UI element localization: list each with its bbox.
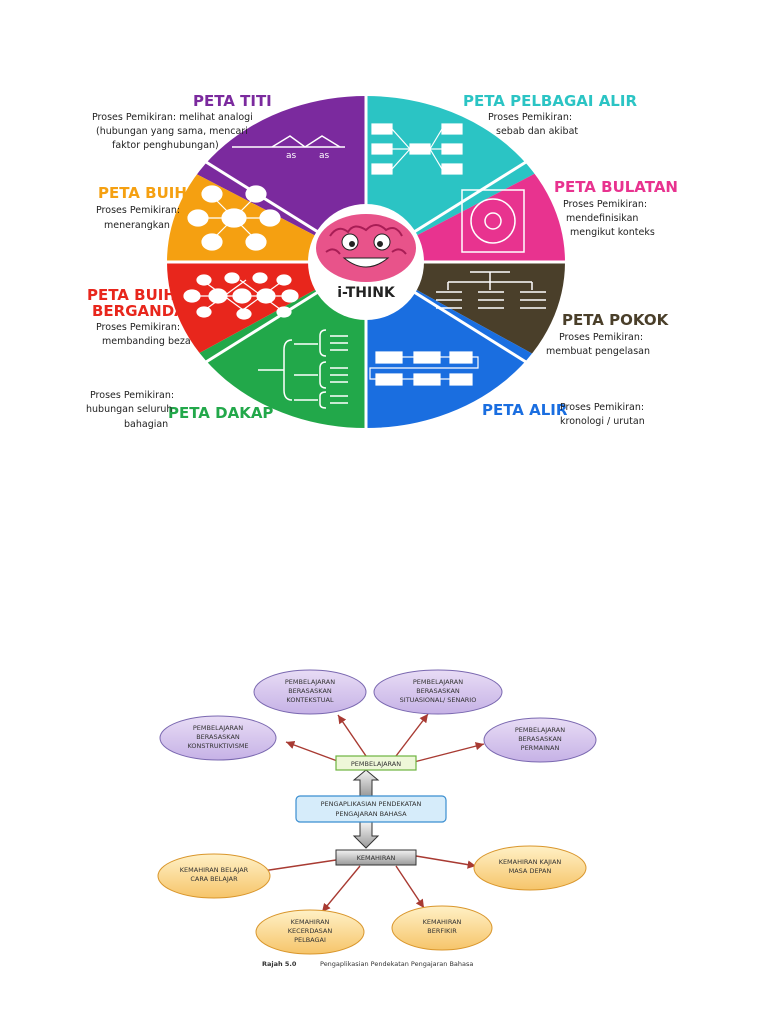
- peta-titi-title: PETA TITI: [193, 92, 272, 110]
- peta-dakap-desc-1: Proses Pemikiran:: [90, 390, 174, 401]
- peta-alir-icon: [370, 352, 478, 385]
- caption-number: Rajah 5.0: [262, 960, 297, 968]
- brain-icon: [316, 214, 416, 282]
- svg-text:PEMBELAJARAN: PEMBELAJARAN: [515, 726, 565, 734]
- svg-text:KECERDASAN: KECERDASAN: [288, 927, 333, 935]
- block-arrow-down: [354, 822, 378, 848]
- peta-alir-title: PETA ALIR: [482, 401, 568, 419]
- peta-buih-desc-1: Proses Pemikiran:: [96, 205, 180, 216]
- peta-bulatan-title: PETA BULATAN: [554, 178, 678, 196]
- ithink-center-label: i-THINK: [337, 285, 396, 301]
- peta-pelbagai-alir-desc-2: sebab dan akibat: [496, 126, 578, 137]
- svg-text:CARA BELAJAR: CARA BELAJAR: [190, 875, 238, 883]
- peta-pokok-desc-2: membuat pengelasan: [546, 346, 650, 357]
- svg-text:PERMAINAN: PERMAINAN: [521, 744, 560, 752]
- peta-dakap-desc-2: hubungan seluruh: [86, 404, 172, 415]
- top-node-permainan: PEMBELAJARAN BERASASKAN PERMAINAN: [484, 718, 596, 762]
- svg-text:KONSTRUKTIVISME: KONSTRUKTIVISME: [187, 742, 248, 750]
- pembelajaran-hub-label: PEMBELAJARAN: [351, 760, 401, 768]
- peta-pokok-desc-1: Proses Pemikiran:: [559, 332, 643, 343]
- svg-text:PEMBELAJARAN: PEMBELAJARAN: [193, 724, 243, 732]
- peta-bulatan-desc-2: mendefinisikan: [566, 213, 638, 224]
- peta-dakap-title: PETA DAKAP: [168, 404, 273, 422]
- top-node-situasional: PEMBELAJARAN BERASASKAN SITUASIONAL/ SEN…: [374, 670, 502, 714]
- peta-titi-desc-1: Proses Pemikiran: melihat analogi: [92, 112, 253, 123]
- titi-as-1: as: [286, 151, 297, 161]
- bottom-node-berfikir: KEMAHIRAN BERFIKIR: [392, 906, 492, 950]
- top-node-konstruktivisme: PEMBELAJARAN BERASASKAN KONSTRUKTIVISME: [160, 716, 276, 760]
- svg-text:BERASASKAN: BERASASKAN: [416, 687, 460, 695]
- svg-text:KEMAHIRAN KAJIAN: KEMAHIRAN KAJIAN: [499, 858, 562, 866]
- svg-text:MASA DEPAN: MASA DEPAN: [509, 867, 552, 875]
- peta-alir-desc-2: kronologi / urutan: [560, 416, 645, 427]
- svg-text:PELBAGAI: PELBAGAI: [294, 936, 326, 944]
- block-arrow-up: [354, 770, 378, 796]
- top-node-kontekstual: PEMBELAJARAN BERASASKAN KONTEKSTUAL: [254, 670, 366, 714]
- peta-pokok-title: PETA POKOK: [562, 311, 670, 329]
- svg-text:KEMAHIRAN: KEMAHIRAN: [291, 918, 330, 926]
- concept-map: PEMBELAJARAN PENGAPLIKASIAN PENDEKATAN P…: [158, 670, 596, 968]
- kemahiran-hub-label: KEMAHIRAN: [357, 854, 396, 862]
- svg-text:KEMAHIRAN BELAJAR: KEMAHIRAN BELAJAR: [180, 866, 249, 874]
- svg-text:KEMAHIRAN: KEMAHIRAN: [423, 918, 462, 926]
- peta-titi-desc-2: (hubungan yang sama, mencari: [96, 126, 248, 137]
- svg-text:PEMBELAJARAN: PEMBELAJARAN: [413, 678, 463, 686]
- peta-pelbagai-alir-title: PETA PELBAGAI ALIR: [463, 92, 637, 110]
- bottom-node-kecerdasan: KEMAHIRAN KECERDASAN PELBAGAI: [256, 910, 364, 954]
- svg-text:PEMBELAJARAN: PEMBELAJARAN: [285, 678, 335, 686]
- peta-pelbagai-alir-desc-1: Proses Pemikiran:: [488, 112, 572, 123]
- titi-as-2: as: [319, 151, 330, 161]
- bottom-node-kajian: KEMAHIRAN KAJIAN MASA DEPAN: [474, 846, 586, 890]
- center-box-line-2: PENGAJARAN BAHASA: [335, 810, 407, 818]
- bottom-node-belajar: KEMAHIRAN BELAJAR CARA BELAJAR: [158, 854, 270, 898]
- peta-titi-desc-3: faktor penghubungan): [112, 140, 219, 151]
- peta-bulatan-desc-3: mengikut konteks: [570, 227, 655, 238]
- caption-text: Pengaplikasian Pendekatan Pengajaran Bah…: [320, 960, 473, 968]
- peta-buih-berganda-desc-1: Proses Pemikiran:: [96, 322, 180, 333]
- svg-text:BERASASKAN: BERASASKAN: [288, 687, 332, 695]
- ithink-center: i-THINK: [308, 204, 424, 320]
- peta-buih-berganda-desc-2: membanding beza: [102, 336, 191, 347]
- svg-text:SITUASIONAL/ SENARIO: SITUASIONAL/ SENARIO: [400, 696, 477, 704]
- peta-buih-title: PETA BUIH: [98, 184, 187, 202]
- peta-alir-desc-1: Proses Pemikiran:: [560, 402, 644, 413]
- peta-dakap-desc-3: bahagian: [124, 419, 168, 430]
- svg-text:KONTEKSTUAL: KONTEKSTUAL: [286, 696, 334, 704]
- center-box-line-1: PENGAPLIKASIAN PENDEKATAN: [321, 800, 422, 808]
- peta-bulatan-desc-1: Proses Pemikiran:: [563, 199, 647, 210]
- svg-text:BERFIKIR: BERFIKIR: [427, 927, 457, 935]
- svg-text:BERASASKAN: BERASASKAN: [518, 735, 562, 743]
- peta-buih-berganda-title-2: BERGANDA: [92, 302, 186, 320]
- peta-buih-desc-2: menerangkan: [104, 220, 170, 231]
- svg-text:BERASASKAN: BERASASKAN: [196, 733, 240, 741]
